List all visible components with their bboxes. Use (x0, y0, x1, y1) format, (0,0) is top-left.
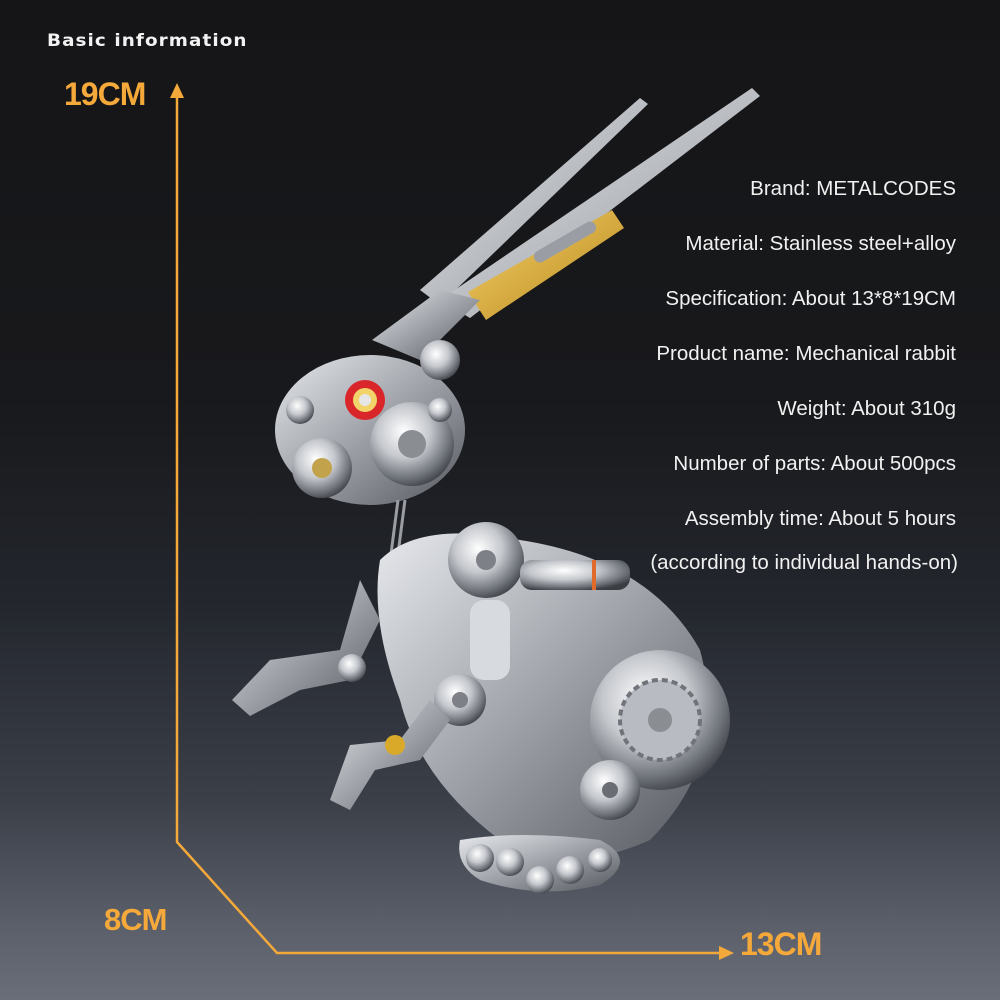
basic-information-heading: Basic information (47, 31, 248, 51)
spec-parts: Number of parts: About 500pcs (673, 452, 956, 475)
rabbit-body (377, 522, 730, 860)
spec-assembly-time: Assembly time: About 5 hours (684, 507, 956, 530)
height-dimension-label: 19CM (64, 76, 146, 112)
rabbit-front-legs (232, 580, 450, 810)
spec-material: Material: Stainless steel+alloy (685, 232, 956, 255)
rabbit-head (275, 340, 465, 505)
depth-dimension-label: 8CM (104, 902, 167, 937)
spec-list: Brand: METALCODES Material: Stainless st… (536, 176, 958, 605)
spec-weight: Weight: About 310g (777, 397, 956, 420)
rabbit-feet (459, 835, 620, 894)
spec-product-name: Product name: Mechanical rabbit (656, 342, 956, 365)
spec-specification: Specification: About 13*8*19CM (665, 287, 956, 310)
rabbit-ears (372, 88, 760, 360)
spec-assembly-note: (according to individual hands-on) (650, 551, 958, 574)
spec-brand: Brand: METALCODES (750, 177, 956, 200)
width-dimension-label: 13CM (740, 926, 822, 962)
